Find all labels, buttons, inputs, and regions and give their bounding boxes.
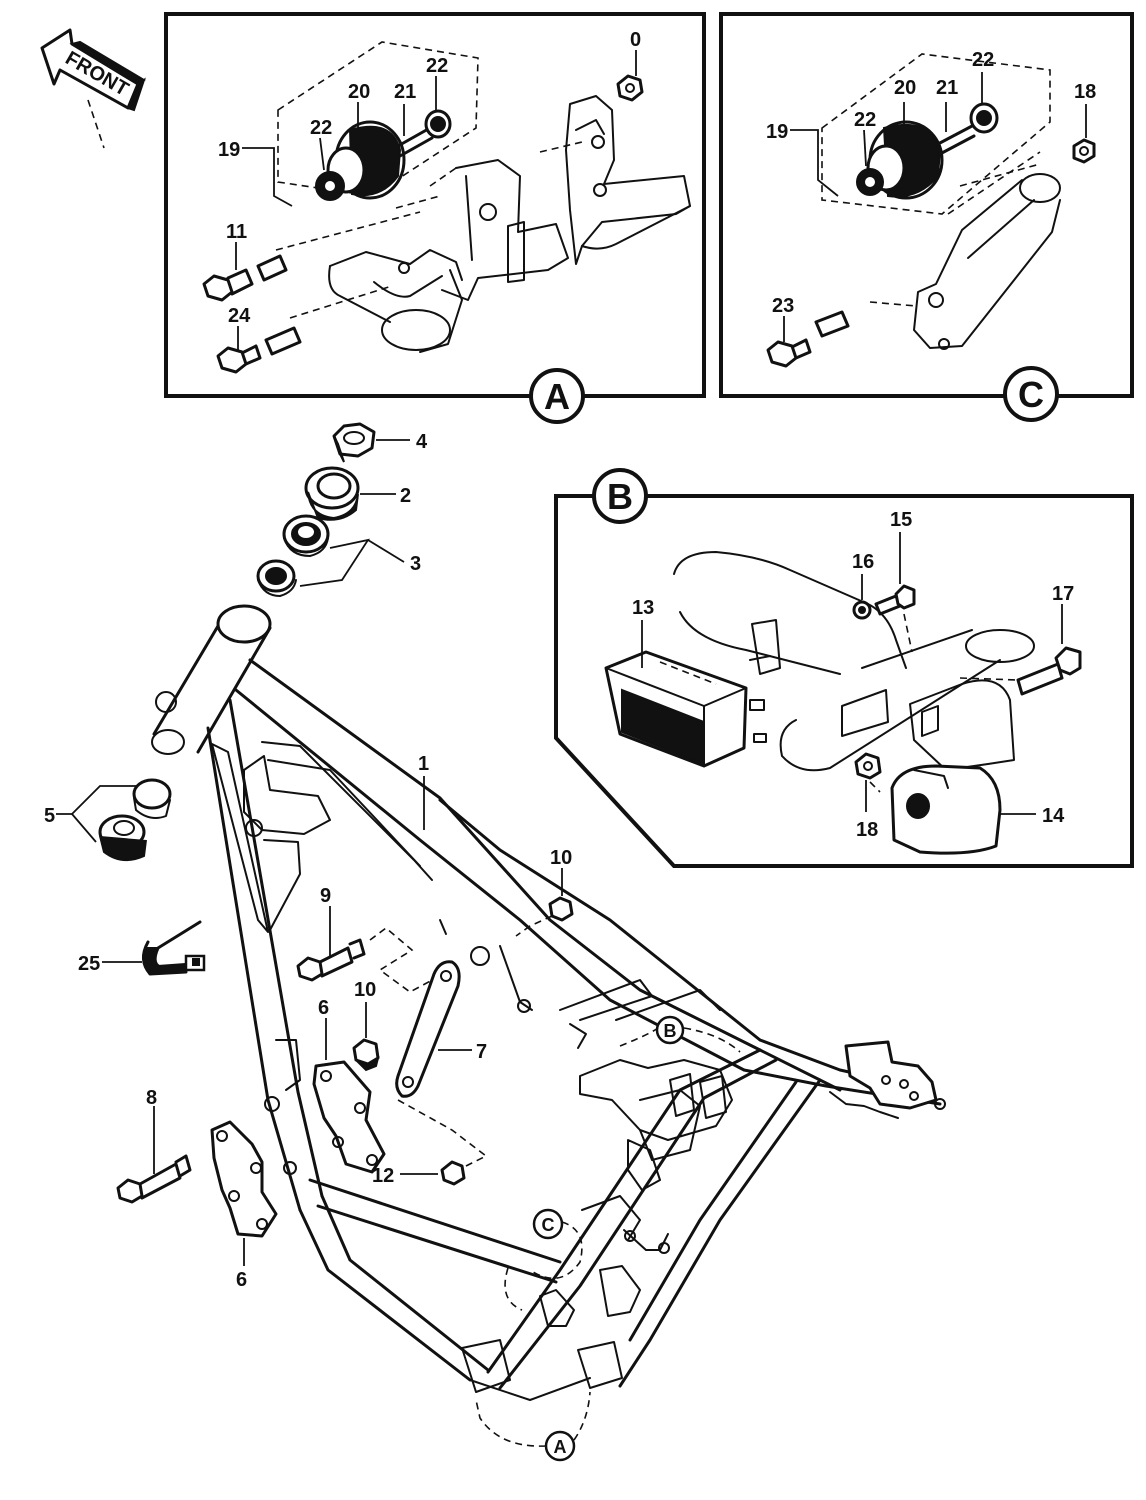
inset-a-tag-circle <box>529 368 585 424</box>
callout-6-lower: 6 <box>236 1269 247 1291</box>
nut-12 <box>440 1160 466 1186</box>
engine-plate-6-upper <box>312 1060 386 1174</box>
callout-10-upper: 10 <box>550 847 572 869</box>
nut-10-lower <box>352 1038 380 1072</box>
callout-25: 25 <box>78 953 100 975</box>
inset-c-tag: C <box>1018 374 1044 415</box>
bolt-15 <box>874 584 916 616</box>
inset-b-tag-circle <box>592 468 648 524</box>
stem-nut-4 <box>332 422 376 463</box>
bolt-8 <box>116 1154 192 1204</box>
callout-19-c: 19 <box>766 121 788 143</box>
front-arrow: FRONT <box>40 28 146 149</box>
callout-22-a-right: 22 <box>426 55 448 77</box>
callout-17: 17 <box>1052 583 1074 605</box>
frame-ref-b-label: B <box>664 1021 677 1041</box>
callout-12: 12 <box>372 1165 394 1187</box>
callout-16: 16 <box>852 551 874 573</box>
main-frame-1 <box>151 604 946 1401</box>
callout-22-c-left: 22 <box>854 109 876 131</box>
bolt-11 <box>202 254 288 302</box>
callout-6-upper: 6 <box>318 997 329 1019</box>
callout-18-c: 18 <box>1074 81 1096 103</box>
inset-c: C <box>719 12 1134 422</box>
callout-1: 1 <box>418 753 429 775</box>
bearing-cap-2 <box>304 466 360 521</box>
engine-plate-6-lower <box>210 1120 278 1238</box>
callout-10-lower: 10 <box>354 979 376 1001</box>
engine-mount-bracket-a <box>275 95 691 353</box>
callout-24: 24 <box>228 305 251 327</box>
engine-mount-bracket-c <box>869 151 1061 350</box>
callout-8: 8 <box>146 1087 157 1109</box>
callout-22-c-right: 22 <box>972 49 994 71</box>
bolt-17 <box>1016 646 1082 696</box>
inset-b-tag: B <box>607 476 633 517</box>
callout-11: 11 <box>226 221 247 243</box>
steering-stem-parts: 4 2 3 5 <box>44 422 428 862</box>
regulator-13 <box>604 650 767 768</box>
band-25 <box>142 920 206 976</box>
bearings-3 <box>256 514 330 597</box>
bolt-9 <box>296 938 366 982</box>
callout-14: 14 <box>1042 805 1065 827</box>
callout-13: 13 <box>632 597 654 619</box>
bolt-24 <box>216 326 302 374</box>
link-plate-7 <box>395 960 461 1098</box>
bolt-23 <box>766 310 850 368</box>
callout-5: 5 <box>44 805 55 827</box>
callout-20-c: 20 <box>894 77 916 99</box>
callout-18-b: 18 <box>856 819 878 841</box>
callout-21-c: 21 <box>936 77 958 99</box>
callout-0: 0 <box>630 29 641 51</box>
callout-15: 15 <box>890 509 912 531</box>
frame-ref-a: A <box>475 1391 591 1462</box>
callout-3: 3 <box>410 553 421 575</box>
inset-a-box <box>164 12 706 398</box>
inset-a: A <box>164 12 706 424</box>
callout-21-a: 21 <box>394 81 416 103</box>
callout-23: 23 <box>772 295 794 317</box>
frame-ref-c: C <box>504 1208 583 1311</box>
callout-2: 2 <box>400 485 411 507</box>
frame-tube-b <box>673 551 1035 772</box>
frame-ref-a-label: A <box>554 1437 567 1457</box>
inset-c-box <box>719 12 1134 398</box>
callout-4: 4 <box>416 431 428 453</box>
callout-19-a: 19 <box>218 139 240 161</box>
callout-9: 9 <box>320 885 331 907</box>
cap-14 <box>890 764 1002 855</box>
washer-16 <box>852 600 872 620</box>
frame-ref-c-label: C <box>542 1215 555 1235</box>
inset-c-tag-circle <box>1003 366 1059 422</box>
callout-7: 7 <box>476 1041 487 1063</box>
callout-20-a: 20 <box>348 81 370 103</box>
nut-10-upper <box>548 896 574 922</box>
callout-22-a-left: 22 <box>310 117 332 139</box>
frame-ref-b: B <box>619 1015 741 1053</box>
inset-a-tag: A <box>544 376 570 417</box>
inset-b: B <box>554 468 1134 868</box>
nut-18-b <box>854 752 882 780</box>
lower-bearings-5 <box>98 778 172 862</box>
